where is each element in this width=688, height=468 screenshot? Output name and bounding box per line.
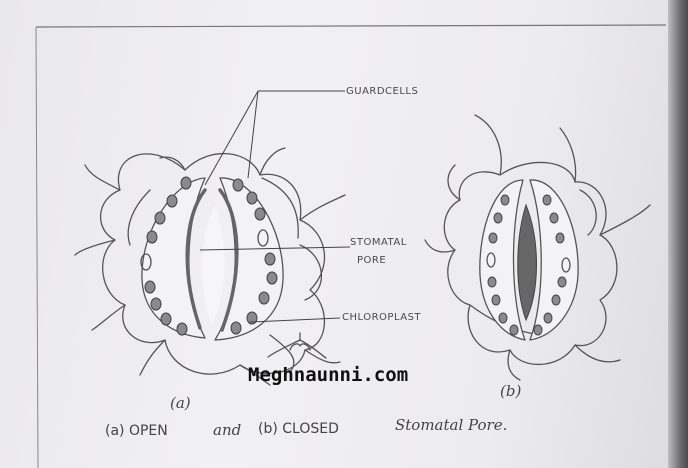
chloroplast xyxy=(180,176,192,190)
chloroplast xyxy=(264,252,276,266)
margin-left-line xyxy=(35,26,39,468)
margin-top-line xyxy=(35,24,667,28)
chloroplast xyxy=(230,321,242,335)
caption-stomatal-pore: Stomatal Pore. xyxy=(395,416,507,434)
chloroplast xyxy=(488,232,498,244)
watermark: Meghnaunni.com xyxy=(248,364,408,386)
stomatal-pore-closed xyxy=(517,203,537,322)
chloroplast xyxy=(493,212,503,224)
chloroplast xyxy=(533,324,543,336)
nucleus-left-a xyxy=(140,253,152,271)
chloroplast xyxy=(557,276,567,288)
chloroplast xyxy=(176,322,188,336)
label-stomatal-pore-2: PORE xyxy=(357,255,386,266)
caption-closed: (b) CLOSED xyxy=(258,421,339,437)
chloroplast xyxy=(266,271,278,285)
chloroplasts-a xyxy=(144,176,278,336)
chloroplast xyxy=(146,230,158,244)
chloroplast xyxy=(258,291,270,305)
chloroplast xyxy=(150,297,162,311)
ornament-flourish xyxy=(267,332,327,359)
chloroplast xyxy=(254,207,266,221)
epidermal-cells-b xyxy=(424,114,651,381)
caption-and: and xyxy=(213,421,241,439)
chloroplast xyxy=(154,211,166,225)
nucleus-right-b xyxy=(561,257,571,273)
label-guard-cells: GUARDCELLS xyxy=(346,86,418,97)
nucleus-left-b xyxy=(486,252,496,268)
figure-b-label: (b) xyxy=(500,382,521,400)
figure-a-label: (a) xyxy=(170,394,191,412)
chloroplast xyxy=(246,191,258,205)
label-stomatal-pore-1: STOMATAL xyxy=(350,237,407,248)
chloroplast xyxy=(542,194,552,206)
chloroplast xyxy=(543,312,553,324)
chloroplast xyxy=(491,294,501,306)
figure-b-closed-stoma xyxy=(424,114,651,381)
chloroplast xyxy=(551,294,561,306)
chloroplast xyxy=(555,232,565,244)
chloroplast xyxy=(246,311,258,325)
page-edge xyxy=(668,0,688,468)
chloroplast xyxy=(498,312,508,324)
label-chloroplast: CHLOROPLAST xyxy=(342,312,421,323)
figure-a-open-stoma xyxy=(74,147,346,386)
chloroplast xyxy=(509,324,519,336)
leader-lines xyxy=(199,90,351,323)
chloroplast xyxy=(500,194,510,206)
chloroplast xyxy=(487,276,497,288)
nucleus-right-a xyxy=(257,229,269,247)
epidermal-cells-a xyxy=(74,147,346,386)
chloroplast xyxy=(232,178,244,192)
guard-cell-right-b xyxy=(529,179,579,341)
chloroplast xyxy=(549,212,559,224)
guard-cell-left-b xyxy=(479,179,526,341)
stomatal-pore-open xyxy=(201,205,225,325)
chloroplast xyxy=(144,280,156,294)
chloroplasts-b xyxy=(487,194,567,336)
chloroplast xyxy=(160,312,172,326)
chloroplast xyxy=(166,194,178,208)
caption-open: (a) OPEN xyxy=(105,423,168,439)
